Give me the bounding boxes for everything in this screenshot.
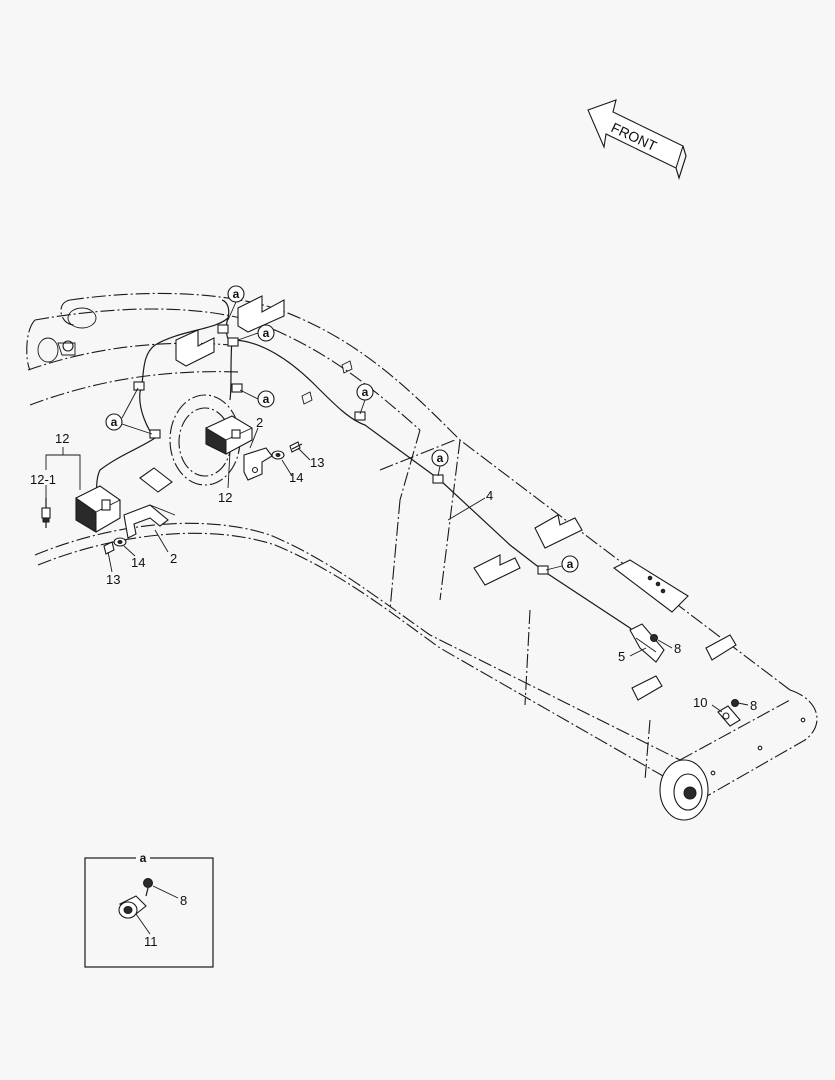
label-14-upper: 14 xyxy=(289,470,303,485)
label-8-right: 8 xyxy=(750,698,757,713)
label-13-lower: 13 xyxy=(106,572,120,587)
detail-label-8: 8 xyxy=(180,893,187,908)
bulb-icon xyxy=(41,498,51,528)
detail-label-11: 11 xyxy=(144,934,158,949)
connector-5 xyxy=(629,623,665,663)
label-14-lower: 14 xyxy=(131,555,145,570)
wiring-harness xyxy=(96,299,649,647)
detail-box-a: a 8 11 xyxy=(84,851,214,968)
label-12-1: 12-1 xyxy=(30,472,56,487)
work-light-lower xyxy=(75,485,176,539)
callout-leaders xyxy=(45,301,749,713)
boom-outline xyxy=(26,292,818,801)
clamp-10 xyxy=(717,699,741,727)
front-arrow: FRONT xyxy=(587,99,687,181)
label-5: 5 xyxy=(618,649,625,664)
label-8-mid: 8 xyxy=(674,641,681,656)
bolt-washer-upper xyxy=(271,441,303,460)
boom-foot xyxy=(37,307,97,363)
part-labels: 2 13 14 12 12 12-1 14 2 13 4 5 8 10 8 xyxy=(30,415,757,713)
label-13-upper: 13 xyxy=(310,455,324,470)
callout-a: a xyxy=(362,385,369,399)
callout-a-markers: a a a a a a a xyxy=(105,285,579,573)
callout-a: a xyxy=(233,287,240,301)
label-10: 10 xyxy=(693,695,707,710)
label-2-upper: 2 xyxy=(256,415,263,430)
label-12-mid: 12 xyxy=(218,490,232,505)
harness-clamps xyxy=(133,324,549,575)
bolt-washer-lower xyxy=(103,537,127,555)
label-2-lower: 2 xyxy=(170,551,177,566)
label-4: 4 xyxy=(486,488,493,503)
callout-a: a xyxy=(437,451,444,465)
boom-nose-pin xyxy=(659,717,806,821)
callout-a: a xyxy=(263,326,270,340)
callout-a: a xyxy=(111,415,118,429)
callout-a: a xyxy=(263,392,270,406)
callout-a: a xyxy=(567,557,574,571)
label-12-top: 12 xyxy=(55,431,69,446)
detail-box-title: a xyxy=(140,851,147,865)
hose-brackets xyxy=(139,295,737,701)
work-light-upper xyxy=(205,415,273,481)
